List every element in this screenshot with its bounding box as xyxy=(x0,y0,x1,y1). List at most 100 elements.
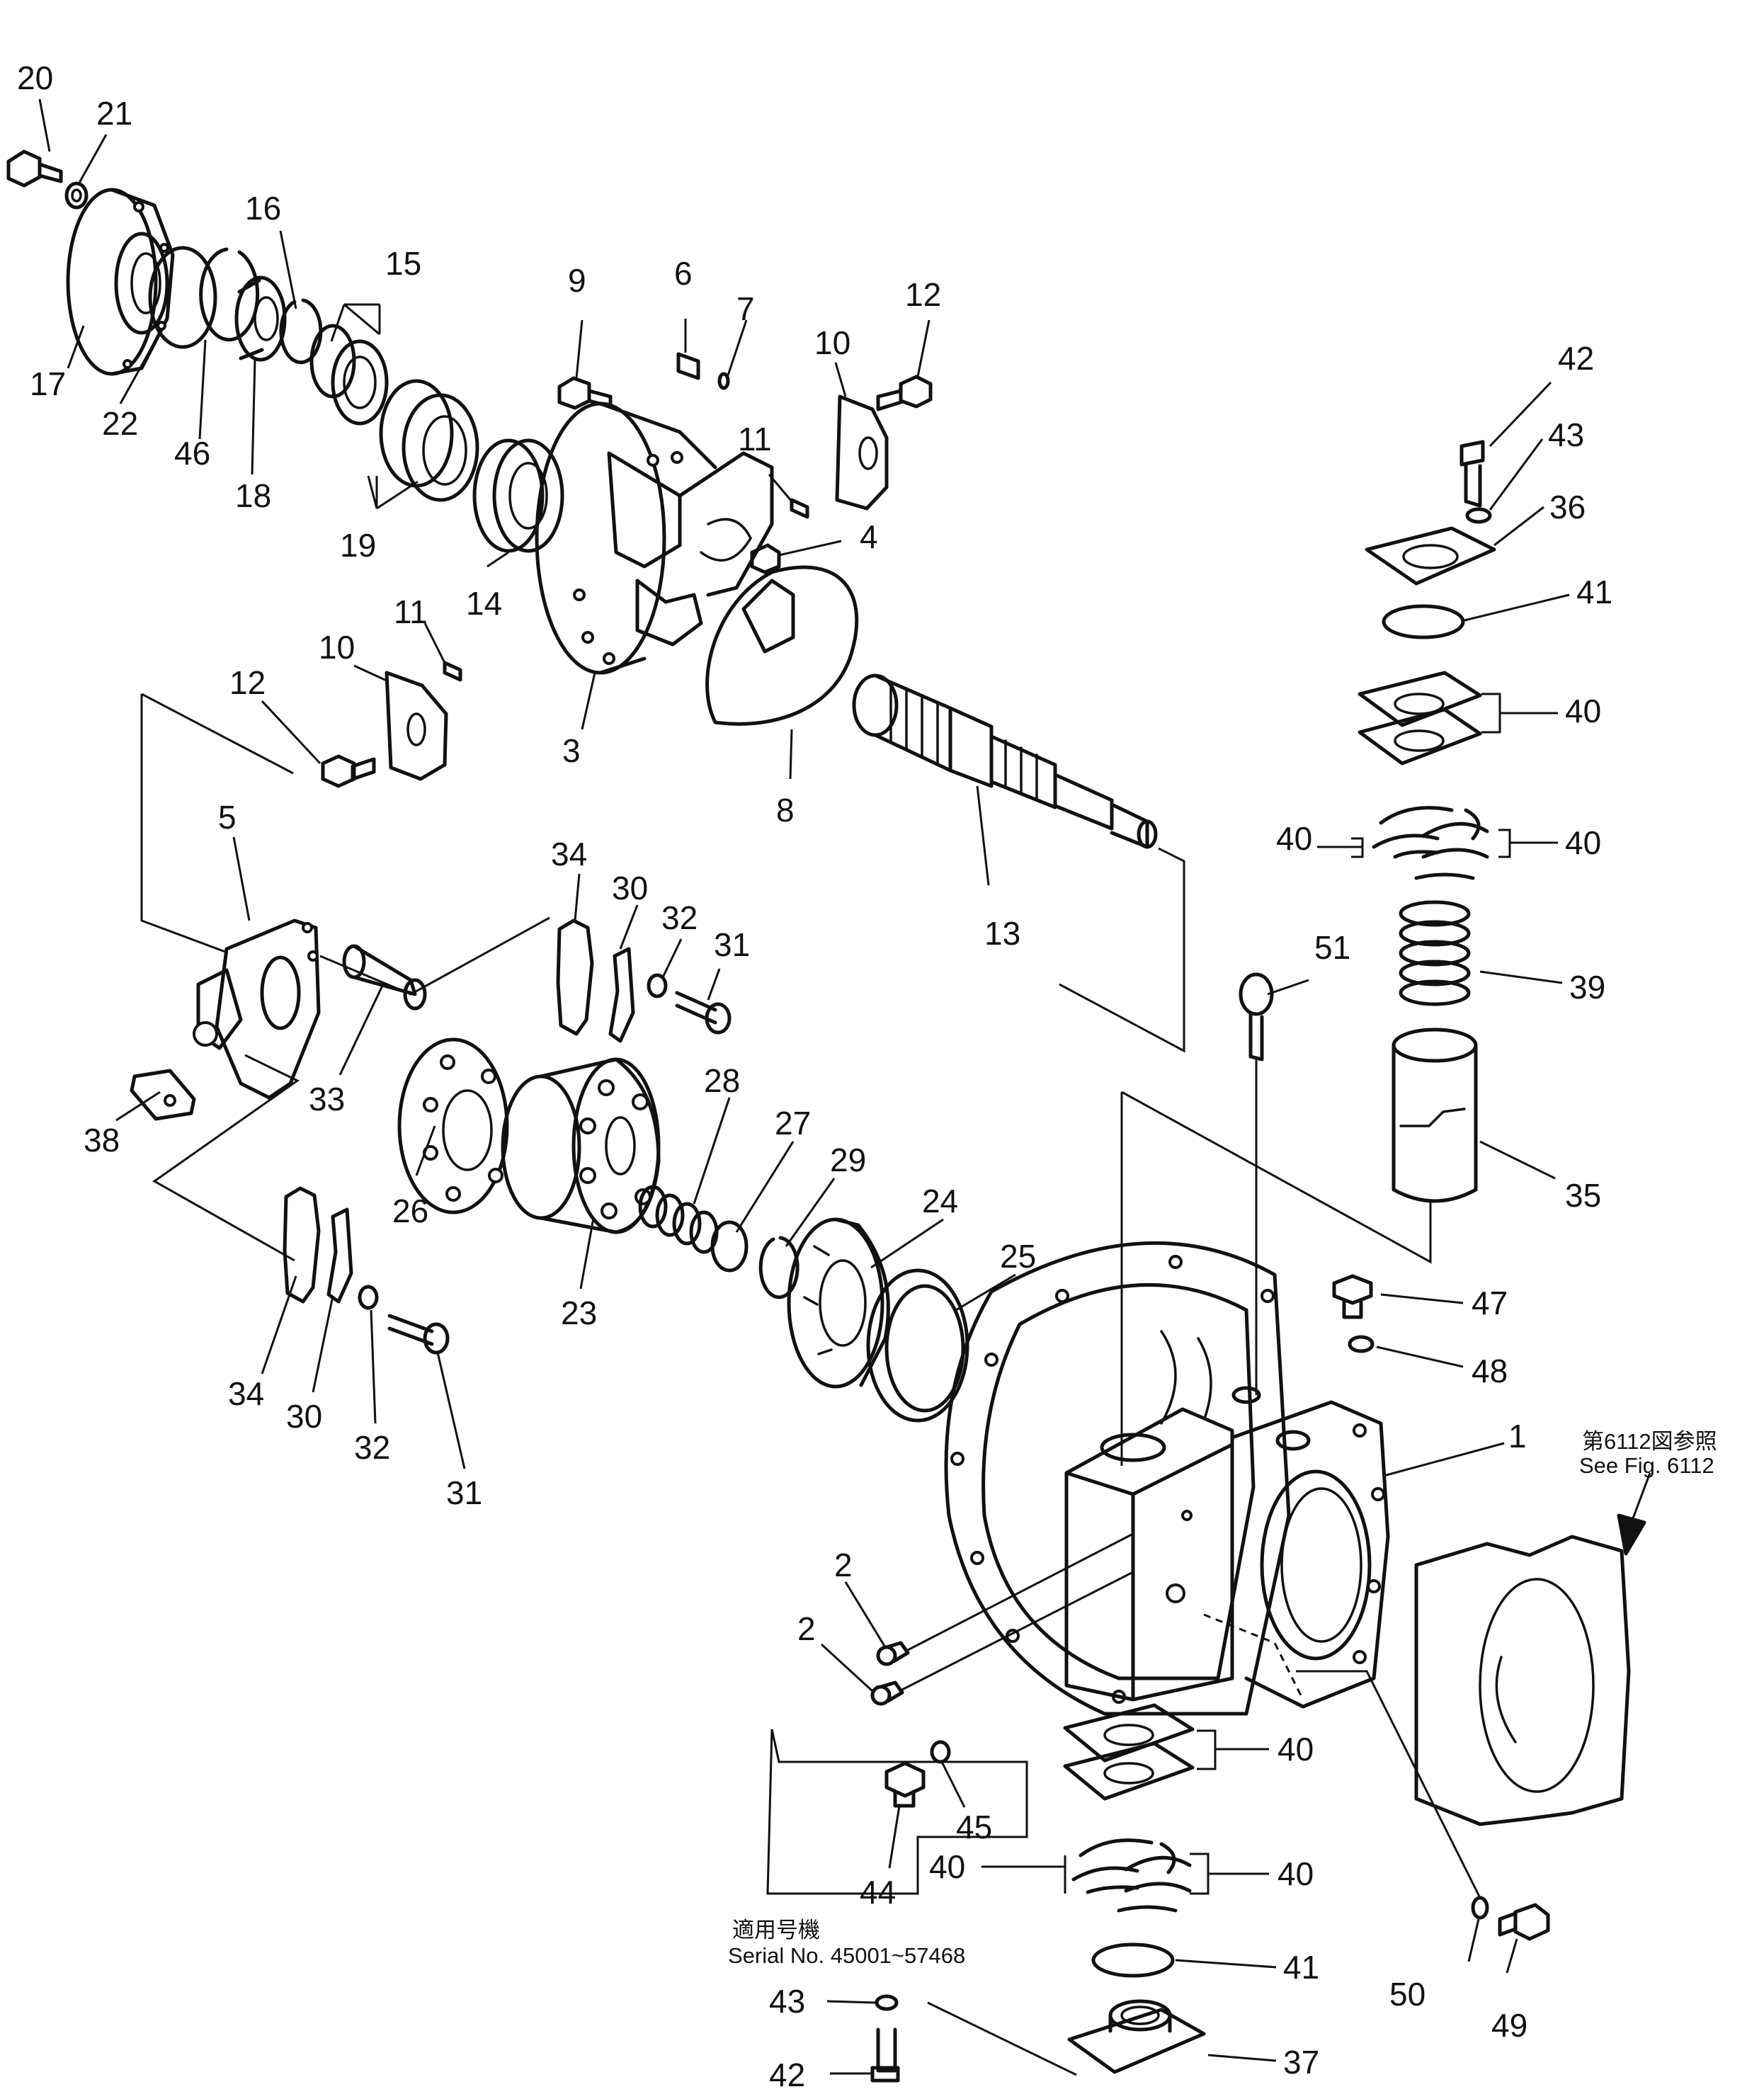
plug-2-lower xyxy=(870,1680,904,1706)
callout-31-upper: 31 xyxy=(714,926,750,963)
swash-plate-24 xyxy=(787,1217,890,1389)
eyebolt-51 xyxy=(1239,972,1274,1062)
callout-5: 5 xyxy=(218,799,237,836)
callout-44: 44 xyxy=(860,1874,896,1911)
callout-41-top: 41 xyxy=(1576,574,1612,610)
callout-40-f: 40 xyxy=(1278,1855,1314,1892)
callout-47: 47 xyxy=(1472,1285,1508,1321)
retainer-plate-26 xyxy=(397,1037,509,1214)
frame-line-h xyxy=(1296,1670,1481,1899)
snap-ring-29 xyxy=(758,1236,800,1299)
bottom-leader xyxy=(927,2001,1077,2076)
callout-32-lower: 32 xyxy=(354,1429,390,1466)
callout-43-top: 43 xyxy=(1548,416,1584,453)
callout-35: 35 xyxy=(1565,1177,1601,1214)
callout-27: 27 xyxy=(775,1105,811,1142)
callout-10-left: 10 xyxy=(319,629,355,666)
frame-line-b xyxy=(141,693,294,775)
reference-housing-6112 xyxy=(1414,1535,1631,1826)
shoe-30-lower xyxy=(326,1207,353,1304)
bolt-42-bottom xyxy=(870,2027,900,2083)
pin-11-top xyxy=(790,498,809,519)
bolt-20 xyxy=(6,149,63,188)
o-ring-41-bottom xyxy=(1091,1942,1175,1978)
callout-14: 14 xyxy=(466,585,502,622)
drive-shaft-13 xyxy=(852,673,1158,849)
callout-50: 50 xyxy=(1389,1976,1426,2013)
bolt-9 xyxy=(557,376,613,410)
callout-25: 25 xyxy=(1000,1238,1036,1275)
cylinder-block-23 xyxy=(501,1057,661,1234)
serial-note: 適用号機 Serial No. 45001~57468 xyxy=(728,1918,965,1968)
callout-18: 18 xyxy=(235,477,271,514)
callout-9: 9 xyxy=(568,262,586,299)
callout-40-d: 40 xyxy=(1278,1731,1314,1768)
frame-line-c xyxy=(319,916,550,996)
callout-40-c: 40 xyxy=(1565,824,1601,861)
serial-en: Serial No. 45001~57468 xyxy=(728,1943,965,1968)
callout-20: 20 xyxy=(17,59,53,96)
shoe-30-upper xyxy=(608,947,635,1043)
callout-38: 38 xyxy=(84,1122,120,1159)
see-fig-jp: 第6112図参照 xyxy=(1582,1429,1717,1454)
washer-43-bottom xyxy=(875,1994,899,2011)
plug-leaders xyxy=(901,1532,1134,1691)
callout-42-bottom: 42 xyxy=(769,2056,805,2093)
callout-7: 7 xyxy=(736,290,755,327)
snap-ring-16 xyxy=(279,298,323,365)
washer-21 xyxy=(64,181,89,210)
link-38 xyxy=(130,1069,196,1121)
callout-51: 51 xyxy=(1314,929,1350,966)
callout-1: 1 xyxy=(1508,1418,1527,1455)
o-ring-50 xyxy=(1471,1896,1489,1920)
clips-40-upper xyxy=(1372,806,1489,880)
flange-3 xyxy=(535,402,795,675)
o-ring-48 xyxy=(1348,1335,1375,1353)
guide-34-lower xyxy=(283,1186,321,1304)
o-ring-45 xyxy=(930,1740,951,1764)
callout-31-lower: 31 xyxy=(446,1474,482,1511)
bolt-42-top xyxy=(1459,440,1485,508)
callout-17: 17 xyxy=(30,365,66,402)
callout-21: 21 xyxy=(96,95,132,132)
callout-43-bottom: 43 xyxy=(769,1983,805,2020)
callout-3: 3 xyxy=(562,732,581,769)
callout-36: 36 xyxy=(1549,489,1586,525)
sleeve-35 xyxy=(1392,1028,1478,1203)
callout-6: 6 xyxy=(674,255,693,292)
washer-32-lower xyxy=(358,1285,379,1310)
callout-34-lower: 34 xyxy=(228,1375,264,1412)
snap-ring-46 xyxy=(199,247,260,342)
callout-23: 23 xyxy=(561,1294,597,1331)
callout-41-bottom: 41 xyxy=(1283,1949,1319,1986)
callout-2-lower: 2 xyxy=(797,1610,816,1647)
callout-16: 16 xyxy=(245,190,281,227)
callout-28: 28 xyxy=(704,1062,740,1099)
snap-ring-22 xyxy=(148,246,217,349)
reference-note: 第6112図参照 See Fig. 6112 xyxy=(1579,1429,1717,1478)
guide-34-upper xyxy=(556,918,594,1036)
spring-39 xyxy=(1399,900,1471,1006)
plate-10-top xyxy=(835,394,889,511)
plug-49 xyxy=(1498,1903,1550,1941)
callout-34-upper: 34 xyxy=(551,836,587,872)
frame-line-f xyxy=(1121,1091,1432,1264)
callout-40-e: 40 xyxy=(929,1848,965,1885)
callout-labels: 20 21 17 22 46 18 16 15 19 14 9 6 7 10 1… xyxy=(17,59,1612,2093)
callout-24: 24 xyxy=(922,1183,958,1219)
frame-line-d xyxy=(152,1054,300,1262)
reference-arrow xyxy=(1617,1472,1651,1556)
callout-30-lower: 30 xyxy=(286,1398,322,1435)
bolt-12-left xyxy=(321,754,376,788)
screw-31-lower xyxy=(387,1314,450,1355)
callout-11-top: 11 xyxy=(738,421,772,457)
screw-31-upper xyxy=(675,991,732,1035)
serial-jp: 適用号機 xyxy=(732,1918,820,1942)
callout-15: 15 xyxy=(385,245,421,282)
callout-19: 19 xyxy=(340,527,376,564)
callout-10-top: 10 xyxy=(814,324,850,361)
pump-housing-1 xyxy=(944,1241,1390,1716)
callout-37: 37 xyxy=(1283,2044,1319,2081)
